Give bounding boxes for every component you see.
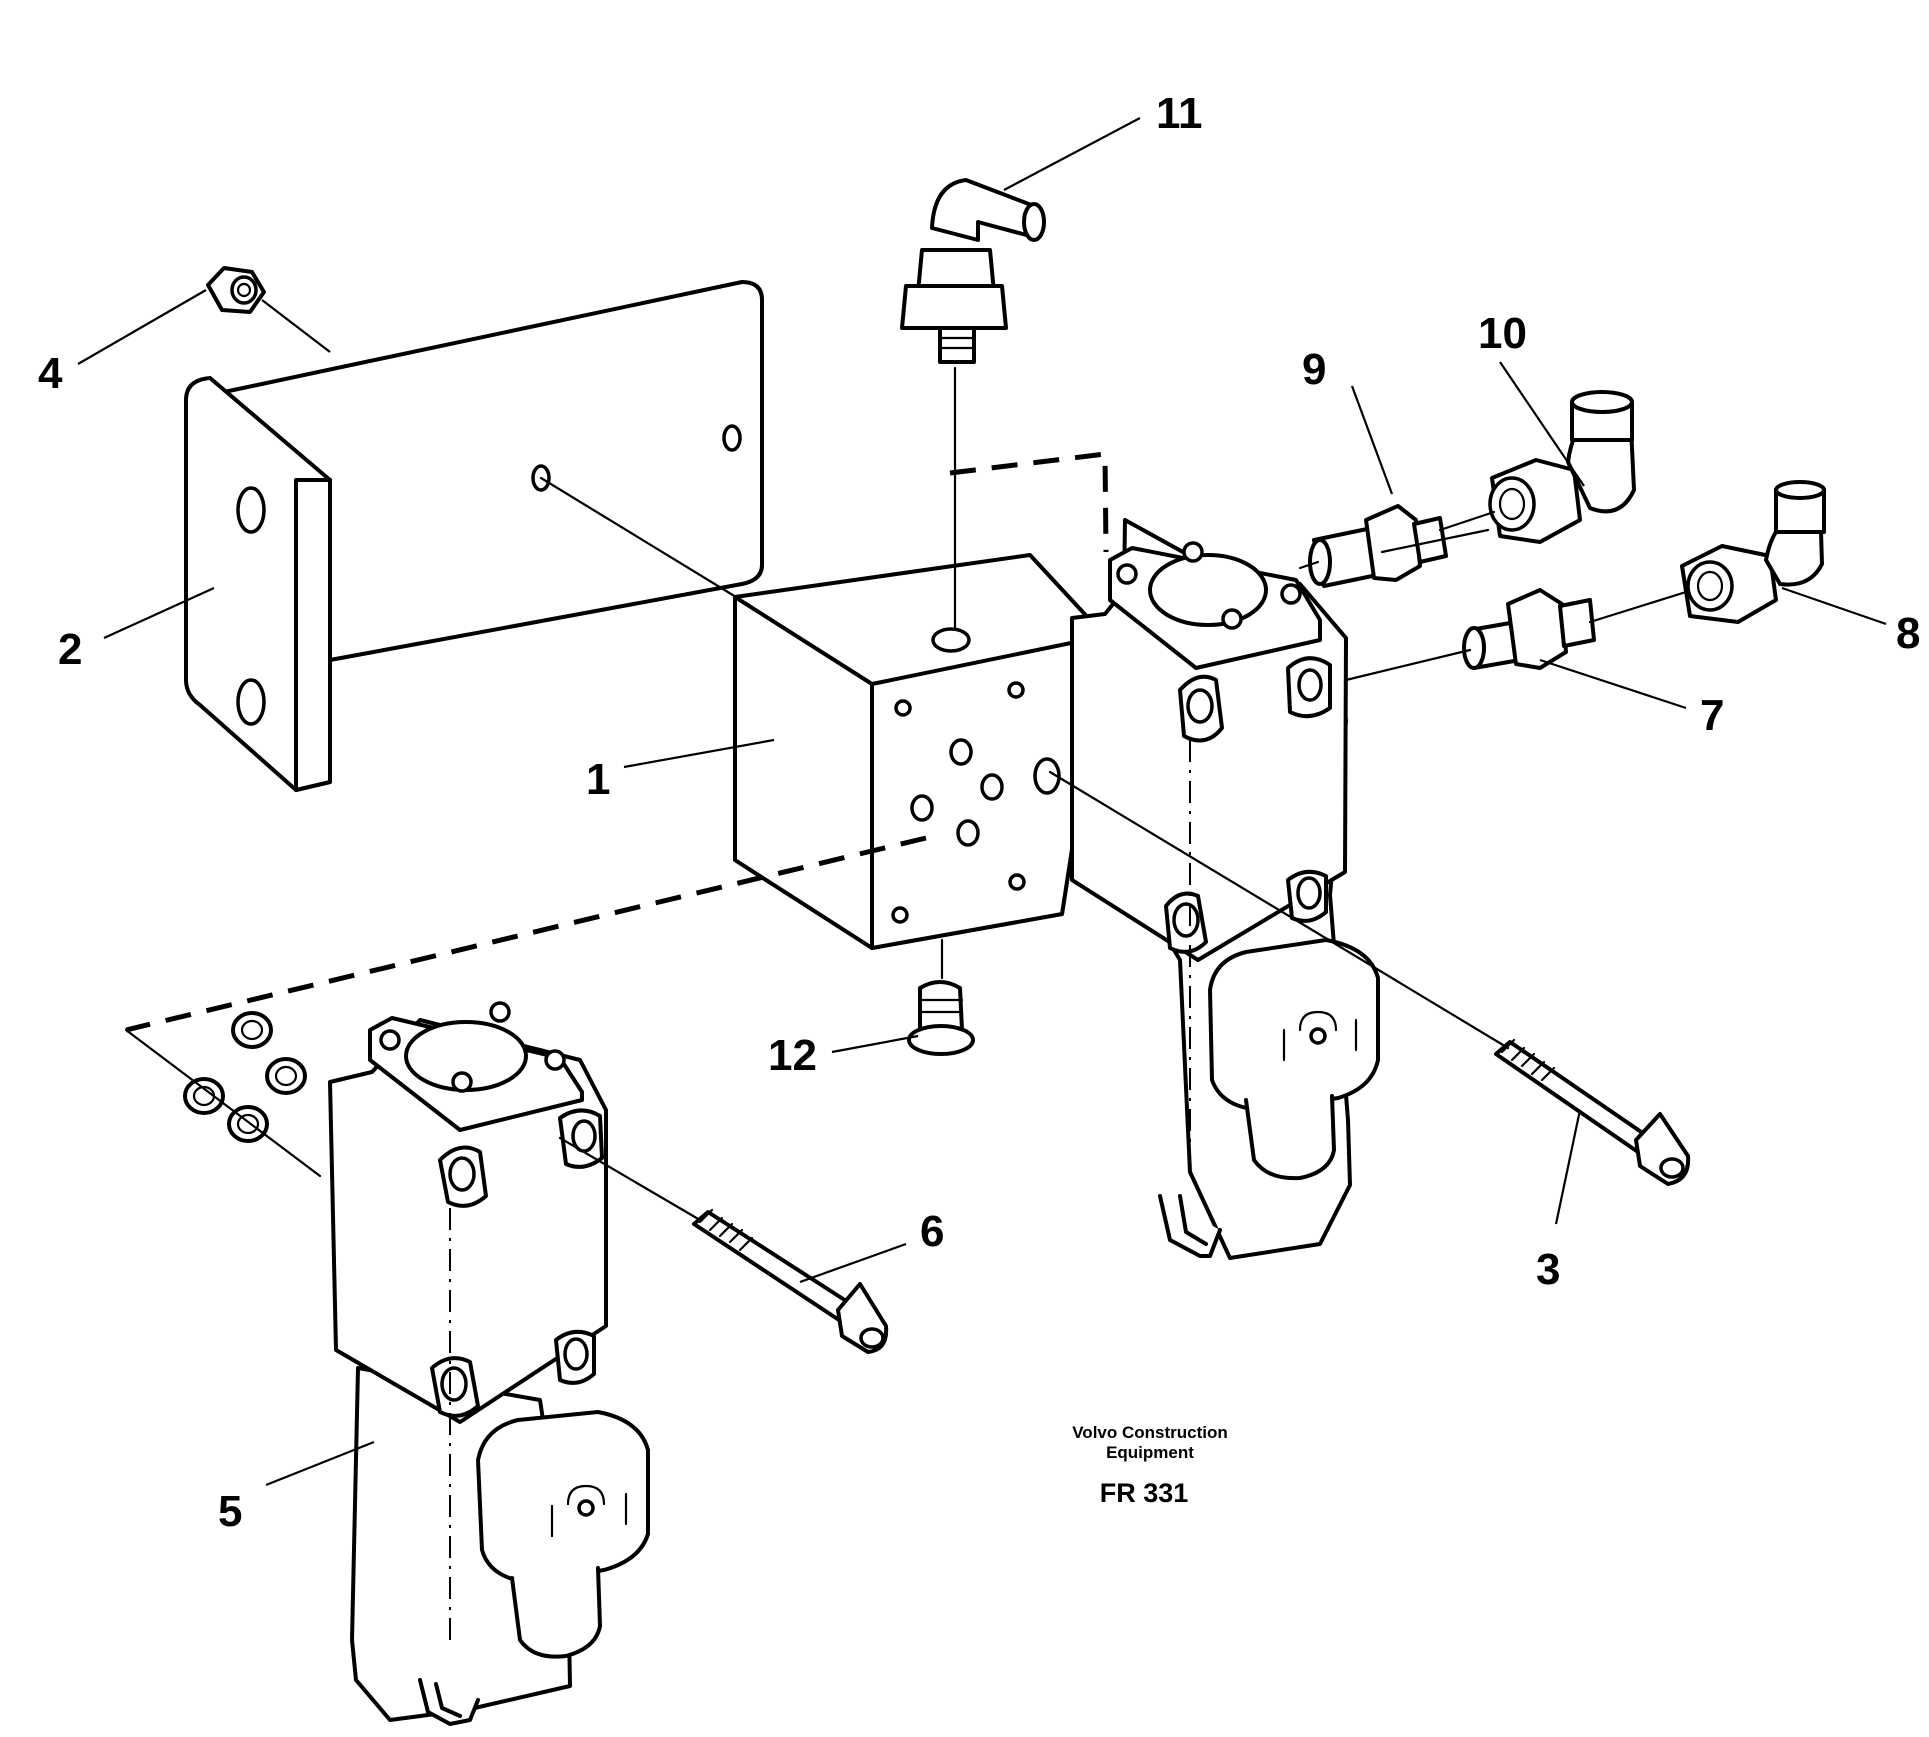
callout-8: 8 — [1896, 609, 1920, 658]
bolt-6 — [692, 1208, 889, 1354]
caption-block: Volvo Construction Equipment FR 331 — [1072, 1423, 1228, 1508]
elbow-fitting-8 — [1680, 480, 1826, 624]
callout-3: 3 — [1536, 1245, 1560, 1294]
callout-12: 12 — [768, 1031, 817, 1080]
callout-1: 1 — [586, 755, 610, 804]
callout-4: 4 — [38, 349, 63, 398]
bolt-3 — [1494, 1038, 1691, 1186]
caption-company-line2: Equipment — [1106, 1443, 1194, 1462]
adapter-fitting-9 — [1308, 504, 1448, 588]
directional-valve-left — [328, 1001, 650, 1726]
callout-labels: 11 4 2 1 9 10 8 7 12 6 3 5 — [38, 89, 1920, 1536]
callout-7: 7 — [1700, 691, 1724, 740]
elbow-fitting-10 — [1488, 390, 1636, 544]
elbow-fitting-top — [900, 178, 1046, 364]
assembly-lines — [124, 366, 1688, 1222]
caption-company-line1: Volvo Construction — [1072, 1423, 1228, 1442]
nut-part — [206, 266, 266, 314]
directional-valve-right — [1070, 518, 1380, 1260]
callout-10: 10 — [1478, 309, 1527, 358]
figure-code: FR 331 — [1100, 1478, 1189, 1508]
callout-11: 11 — [1156, 89, 1203, 138]
callout-9: 9 — [1302, 345, 1326, 394]
seal-rings — [183, 1011, 307, 1143]
callout-2: 2 — [58, 625, 82, 674]
callout-6: 6 — [920, 1207, 944, 1256]
plug-fitting — [907, 980, 975, 1056]
leader-lines — [77, 117, 1887, 1487]
connector-fitting-7 — [1462, 588, 1596, 670]
mounting-bracket — [184, 280, 764, 792]
callout-5: 5 — [218, 1487, 242, 1536]
manifold-block — [733, 553, 1107, 950]
